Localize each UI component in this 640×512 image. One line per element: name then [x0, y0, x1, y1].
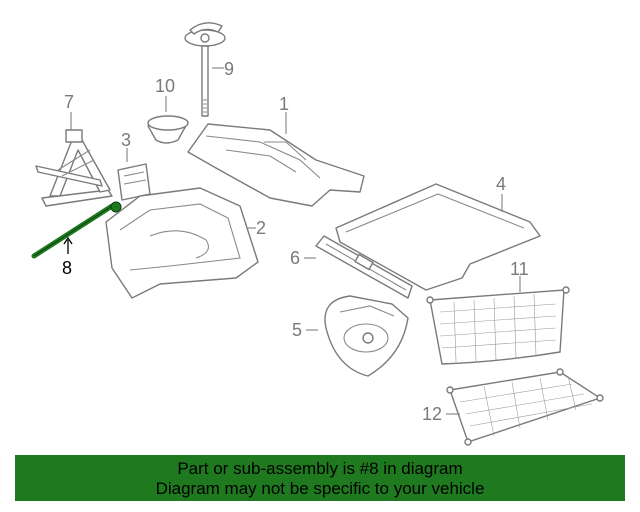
callout-4[interactable]: 4 — [496, 174, 506, 194]
callout-2[interactable]: 2 — [256, 218, 266, 238]
info-banner: Part or sub-assembly is #8 in diagram Di… — [15, 455, 625, 501]
part-11-cargo-net[interactable] — [426, 286, 570, 365]
part-5-tire-well[interactable] — [324, 295, 409, 377]
callout-3[interactable]: 3 — [121, 130, 131, 150]
part-2-side-trim[interactable] — [105, 187, 259, 299]
banner-line-1: Part or sub-assembly is #8 in diagram — [177, 459, 463, 478]
callout-7[interactable]: 7 — [64, 92, 74, 112]
part-10-cap[interactable] — [147, 115, 189, 144]
parts-diagram: 9 10 7 8 3 2 — [31, 22, 604, 446]
part-6-sill-plate[interactable] — [315, 235, 413, 299]
callout-5[interactable]: 5 — [292, 320, 302, 340]
banner-line-2: Diagram may not be specific to your vehi… — [155, 479, 485, 498]
part-1-floor-panel[interactable] — [187, 123, 365, 207]
callout-1[interactable]: 1 — [279, 94, 289, 114]
part-3-box[interactable] — [117, 163, 151, 201]
callout-10[interactable]: 10 — [155, 76, 175, 96]
callout-9[interactable]: 9 — [224, 59, 234, 79]
leader-8-arrow — [63, 236, 73, 245]
callout-12[interactable]: 12 — [422, 404, 442, 424]
part-9-jack-handle[interactable] — [184, 22, 226, 117]
callout-11[interactable]: 11 — [510, 259, 529, 279]
callout-6[interactable]: 6 — [290, 248, 300, 268]
callout-8[interactable]: 8 — [62, 258, 72, 278]
part-4-floor-mat[interactable] — [335, 183, 541, 291]
part-8-wrench[interactable] — [31, 201, 122, 259]
part-7-jack[interactable] — [35, 129, 113, 207]
part-12-floor-net[interactable] — [446, 368, 604, 446]
